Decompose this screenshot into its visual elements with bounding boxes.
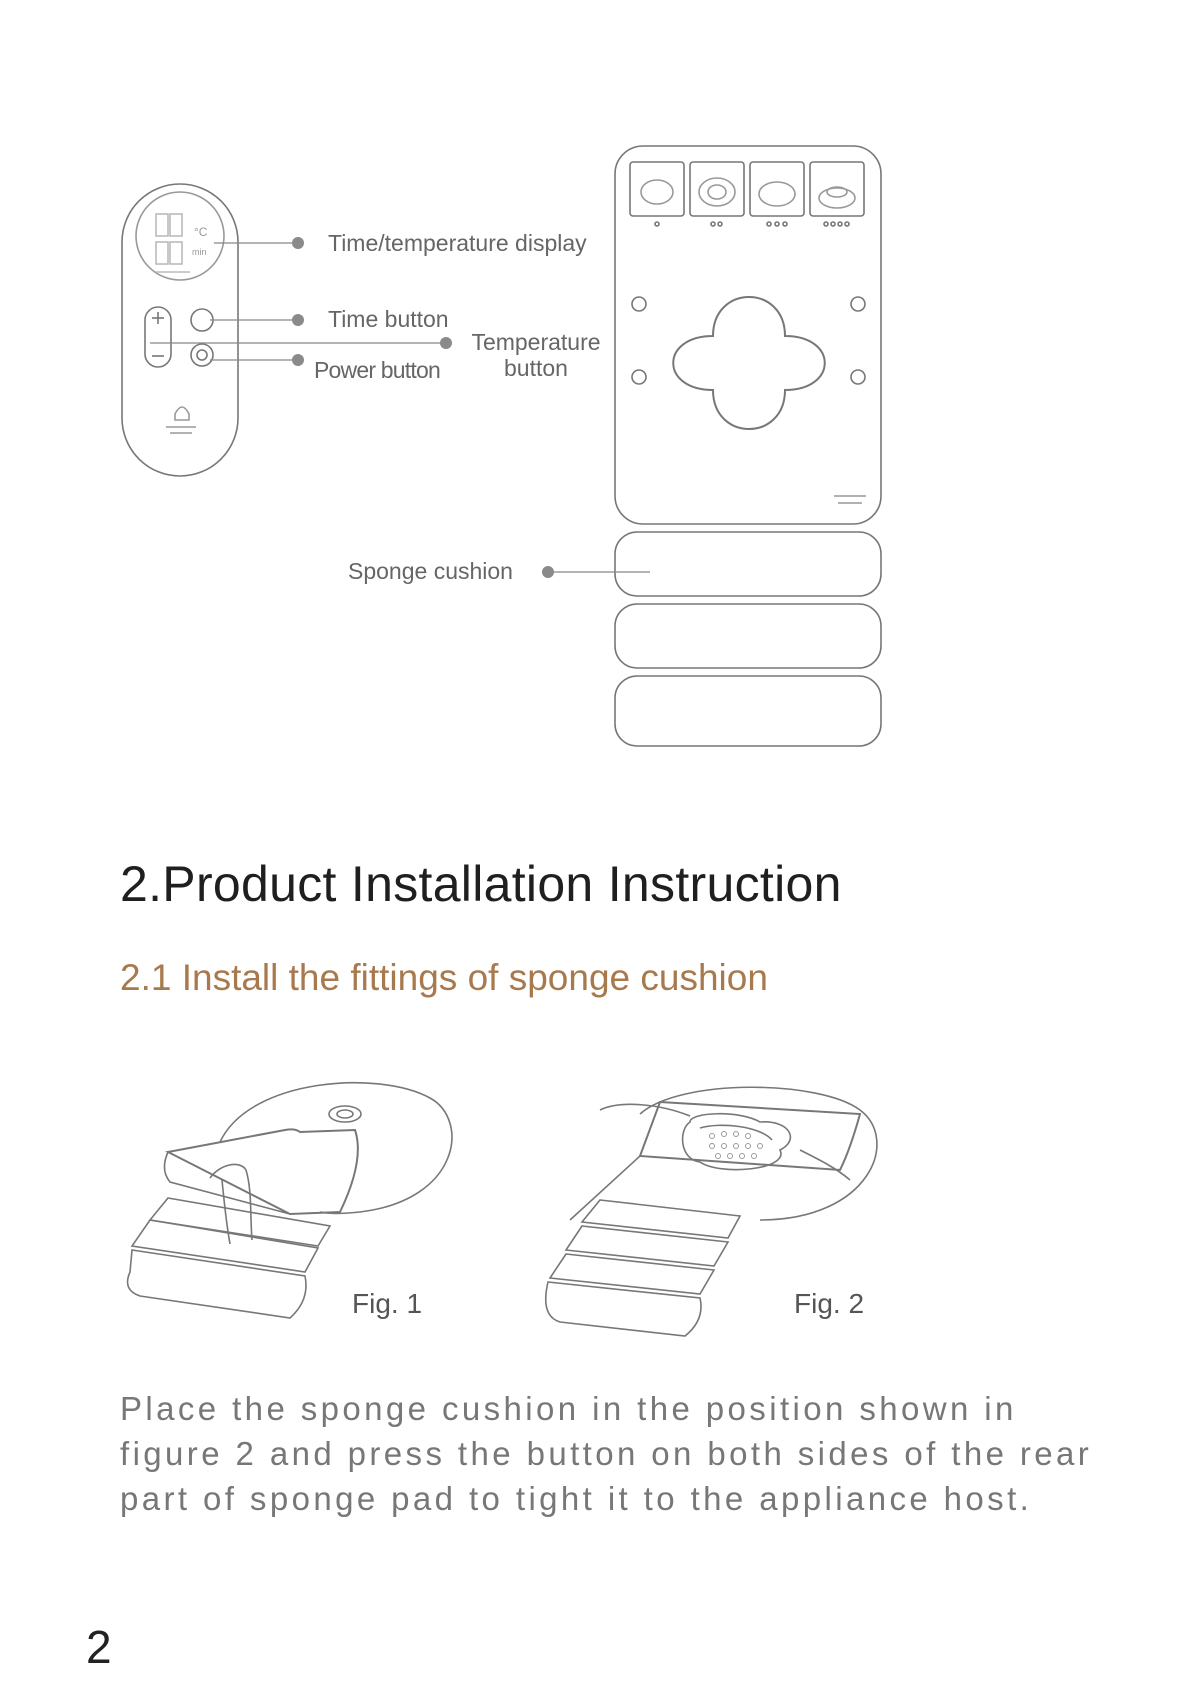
fig1-caption: Fig. 1: [352, 1288, 423, 1319]
leader-lines: [150, 242, 650, 573]
label-sponge-cushion: Sponge cushion: [348, 558, 513, 584]
label-temperature-button: Temperature button: [464, 329, 608, 382]
label-time-button: Time button: [328, 306, 449, 332]
label-power-button: Power button: [314, 357, 441, 383]
instruction-paragraph: Place the sponge cushion in the position…: [120, 1390, 1093, 1517]
sponge-cushion-illustration: [614, 531, 882, 747]
leader-dots: [292, 237, 554, 578]
appliance-host-illustration: [614, 145, 882, 525]
fig1-illustration: [126, 1081, 453, 1319]
label-temperature-line2: button: [504, 355, 568, 382]
label-display: Time/temperature display: [328, 230, 587, 256]
subsection-title: 2.1 Install the fittings of sponge cushi…: [120, 957, 768, 998]
time-unit-text: min: [192, 247, 207, 257]
temp-unit-text: °C: [194, 225, 208, 239]
label-temperature-line1: Temperature: [471, 329, 601, 355]
fig2-caption: Fig. 2: [794, 1288, 865, 1319]
page-number: 2: [86, 1621, 112, 1673]
fig2-illustration: [544, 1086, 878, 1337]
remote-control-illustration: [121, 183, 239, 477]
section-title: 2.Product Installation Instruction: [120, 856, 842, 912]
